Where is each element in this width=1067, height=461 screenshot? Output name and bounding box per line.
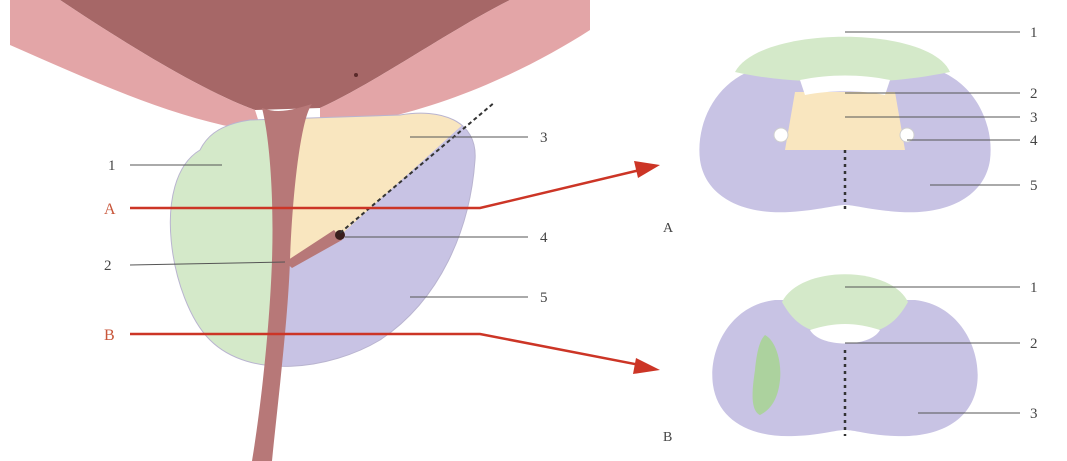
verumontanum	[335, 230, 345, 240]
label-2: 2	[104, 258, 112, 274]
label-5: 5	[1030, 178, 1038, 194]
cross-section-b: 1 2 3 B	[663, 274, 1038, 450]
label-3: 3	[540, 130, 548, 146]
section-line-b	[130, 334, 640, 365]
label-2: 2	[1030, 336, 1038, 352]
panel-title-a: A	[663, 221, 674, 236]
label-4: 4	[540, 230, 548, 246]
section-label-b: B	[104, 327, 115, 344]
label-5: 5	[540, 290, 548, 306]
label-4: 4	[1030, 133, 1038, 149]
section-label-a: A	[104, 201, 116, 218]
label-3: 3	[1030, 406, 1038, 422]
label-2: 2	[1030, 86, 1038, 102]
sagittal-view: 1 2 3 4 5	[10, 0, 590, 461]
label-1: 1	[1030, 25, 1038, 41]
arrow-icon	[633, 358, 660, 374]
bladder-dot	[354, 73, 358, 77]
anterior-stroma	[735, 37, 950, 82]
panel-title-b: B	[663, 430, 672, 445]
cross-section-a: 1 2 3 4 5 A	[663, 25, 1038, 236]
arrow-icon	[634, 161, 660, 178]
label-1: 1	[108, 158, 116, 174]
ejaculatory-duct	[774, 128, 788, 142]
central-zone	[785, 92, 905, 150]
label-3: 3	[1030, 110, 1038, 126]
transition-zone	[140, 100, 276, 400]
label-1: 1	[1030, 280, 1038, 296]
